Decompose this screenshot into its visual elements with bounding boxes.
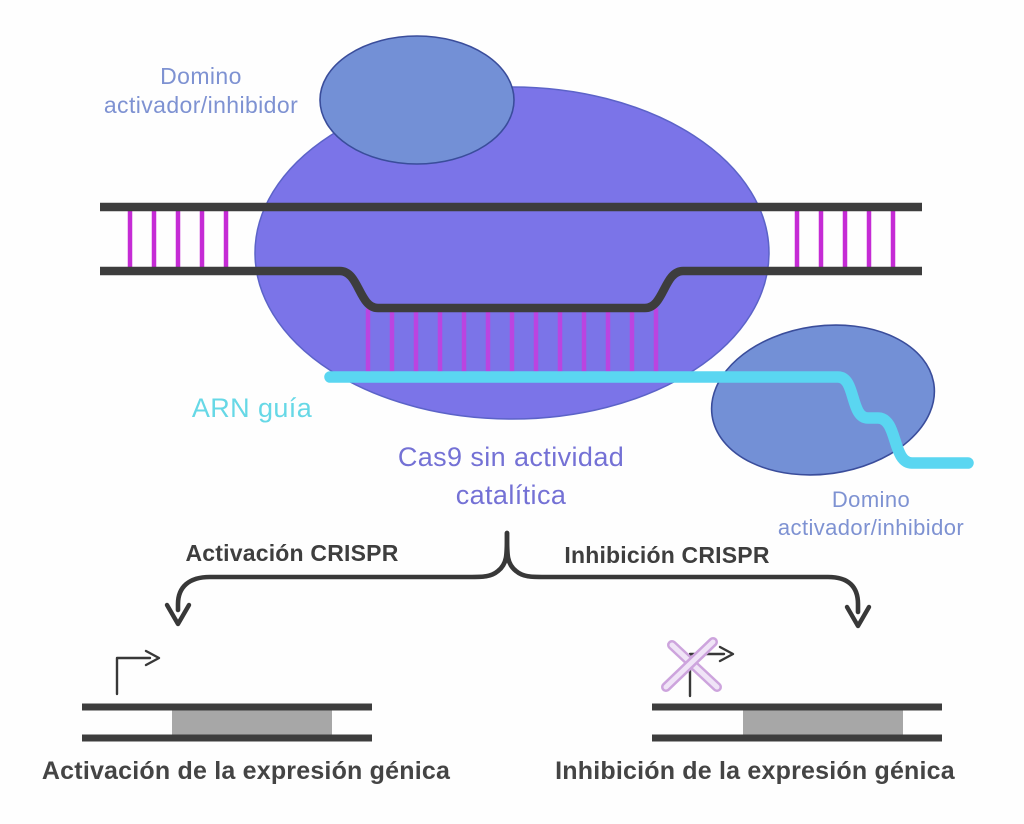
domain-bottom-label-line1: Domino [831, 487, 911, 512]
domain-top-label-line1: Domino [160, 63, 242, 89]
domain-top-label: Domino activador/inhibidor [104, 62, 298, 120]
fork-left-branch [175, 530, 510, 613]
cas9-label-line1: Cas9 sin actividad [397, 442, 625, 472]
fork-left-arrowhead-icon [164, 602, 192, 627]
blocked-cross-icon [661, 637, 722, 692]
dna-bottom-strand [100, 266, 922, 313]
gene-strands-right [652, 703, 942, 742]
promoter-arrow-left-icon [115, 649, 161, 696]
gene-strands-left [82, 703, 372, 742]
base-pairs-left [127, 203, 229, 273]
activator-domain-bottom-ellipse [710, 324, 936, 476]
activator-domain-top-ellipse [319, 35, 515, 165]
branch-right-label: Inhibición CRISPR [564, 542, 770, 568]
gene-box-left [172, 709, 332, 737]
promoter-arrow-right-icon [688, 645, 735, 698]
cas9-label: Cas9 sin actividad catalítica [398, 438, 624, 514]
outcome-right-label: Inhibición de la expresión génica [555, 757, 955, 785]
domain-bottom-label-line2: activador/inhibidor [777, 515, 965, 540]
outcome-left-label: Activación de la expresión génica [41, 757, 451, 785]
cas9-label-line2: catalítica [455, 480, 567, 510]
domain-bottom-label: Domino activador/inhibidor [778, 486, 964, 542]
guide-rna-strand [324, 371, 974, 469]
fork-right-arrowhead-icon [844, 604, 872, 629]
fork-right-branch [504, 530, 861, 615]
guide-rna-label: ARN guía [191, 393, 313, 423]
gene-box-right [743, 709, 903, 737]
base-pairs-middle [365, 307, 659, 377]
branch-left-label: Activación CRISPR [185, 540, 399, 566]
base-pairs-right [794, 203, 896, 273]
domain-top-label-line2: activador/inhibidor [103, 92, 299, 118]
